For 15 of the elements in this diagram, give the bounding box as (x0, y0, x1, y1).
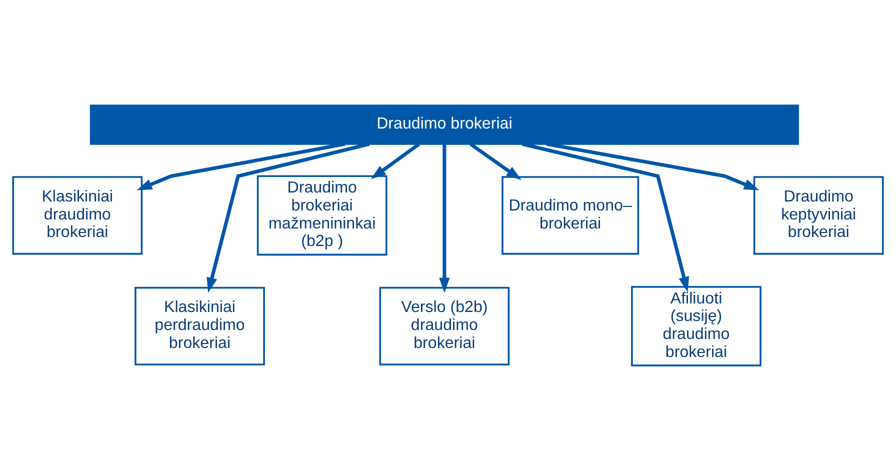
node-box: Klasikiniai draudimo brokeriai (12, 176, 143, 254)
arrow (546, 142, 760, 190)
arrow (470, 142, 522, 180)
node-box: Afiliuoti (susiję) draudimo brokeriai (631, 285, 762, 366)
arrow (439, 144, 450, 293)
arrow (522, 142, 690, 292)
node-box: Draudimo brokeriai (90, 104, 799, 144)
node-box: Draudimo keptyviniai brokeriai (753, 176, 884, 254)
node-box: Draudimo brokeriai mažmenininkai (b2p ) (256, 174, 388, 256)
arrow (206, 142, 370, 292)
arrow (370, 142, 420, 179)
arrow (136, 142, 346, 190)
node-box: Draudimo mono– brokeriai (502, 176, 640, 254)
node-box: Klasikiniai perdraudimo brokeriai (134, 286, 265, 365)
node-box: Verslo (b2b) draudimo brokeriai (379, 286, 510, 365)
